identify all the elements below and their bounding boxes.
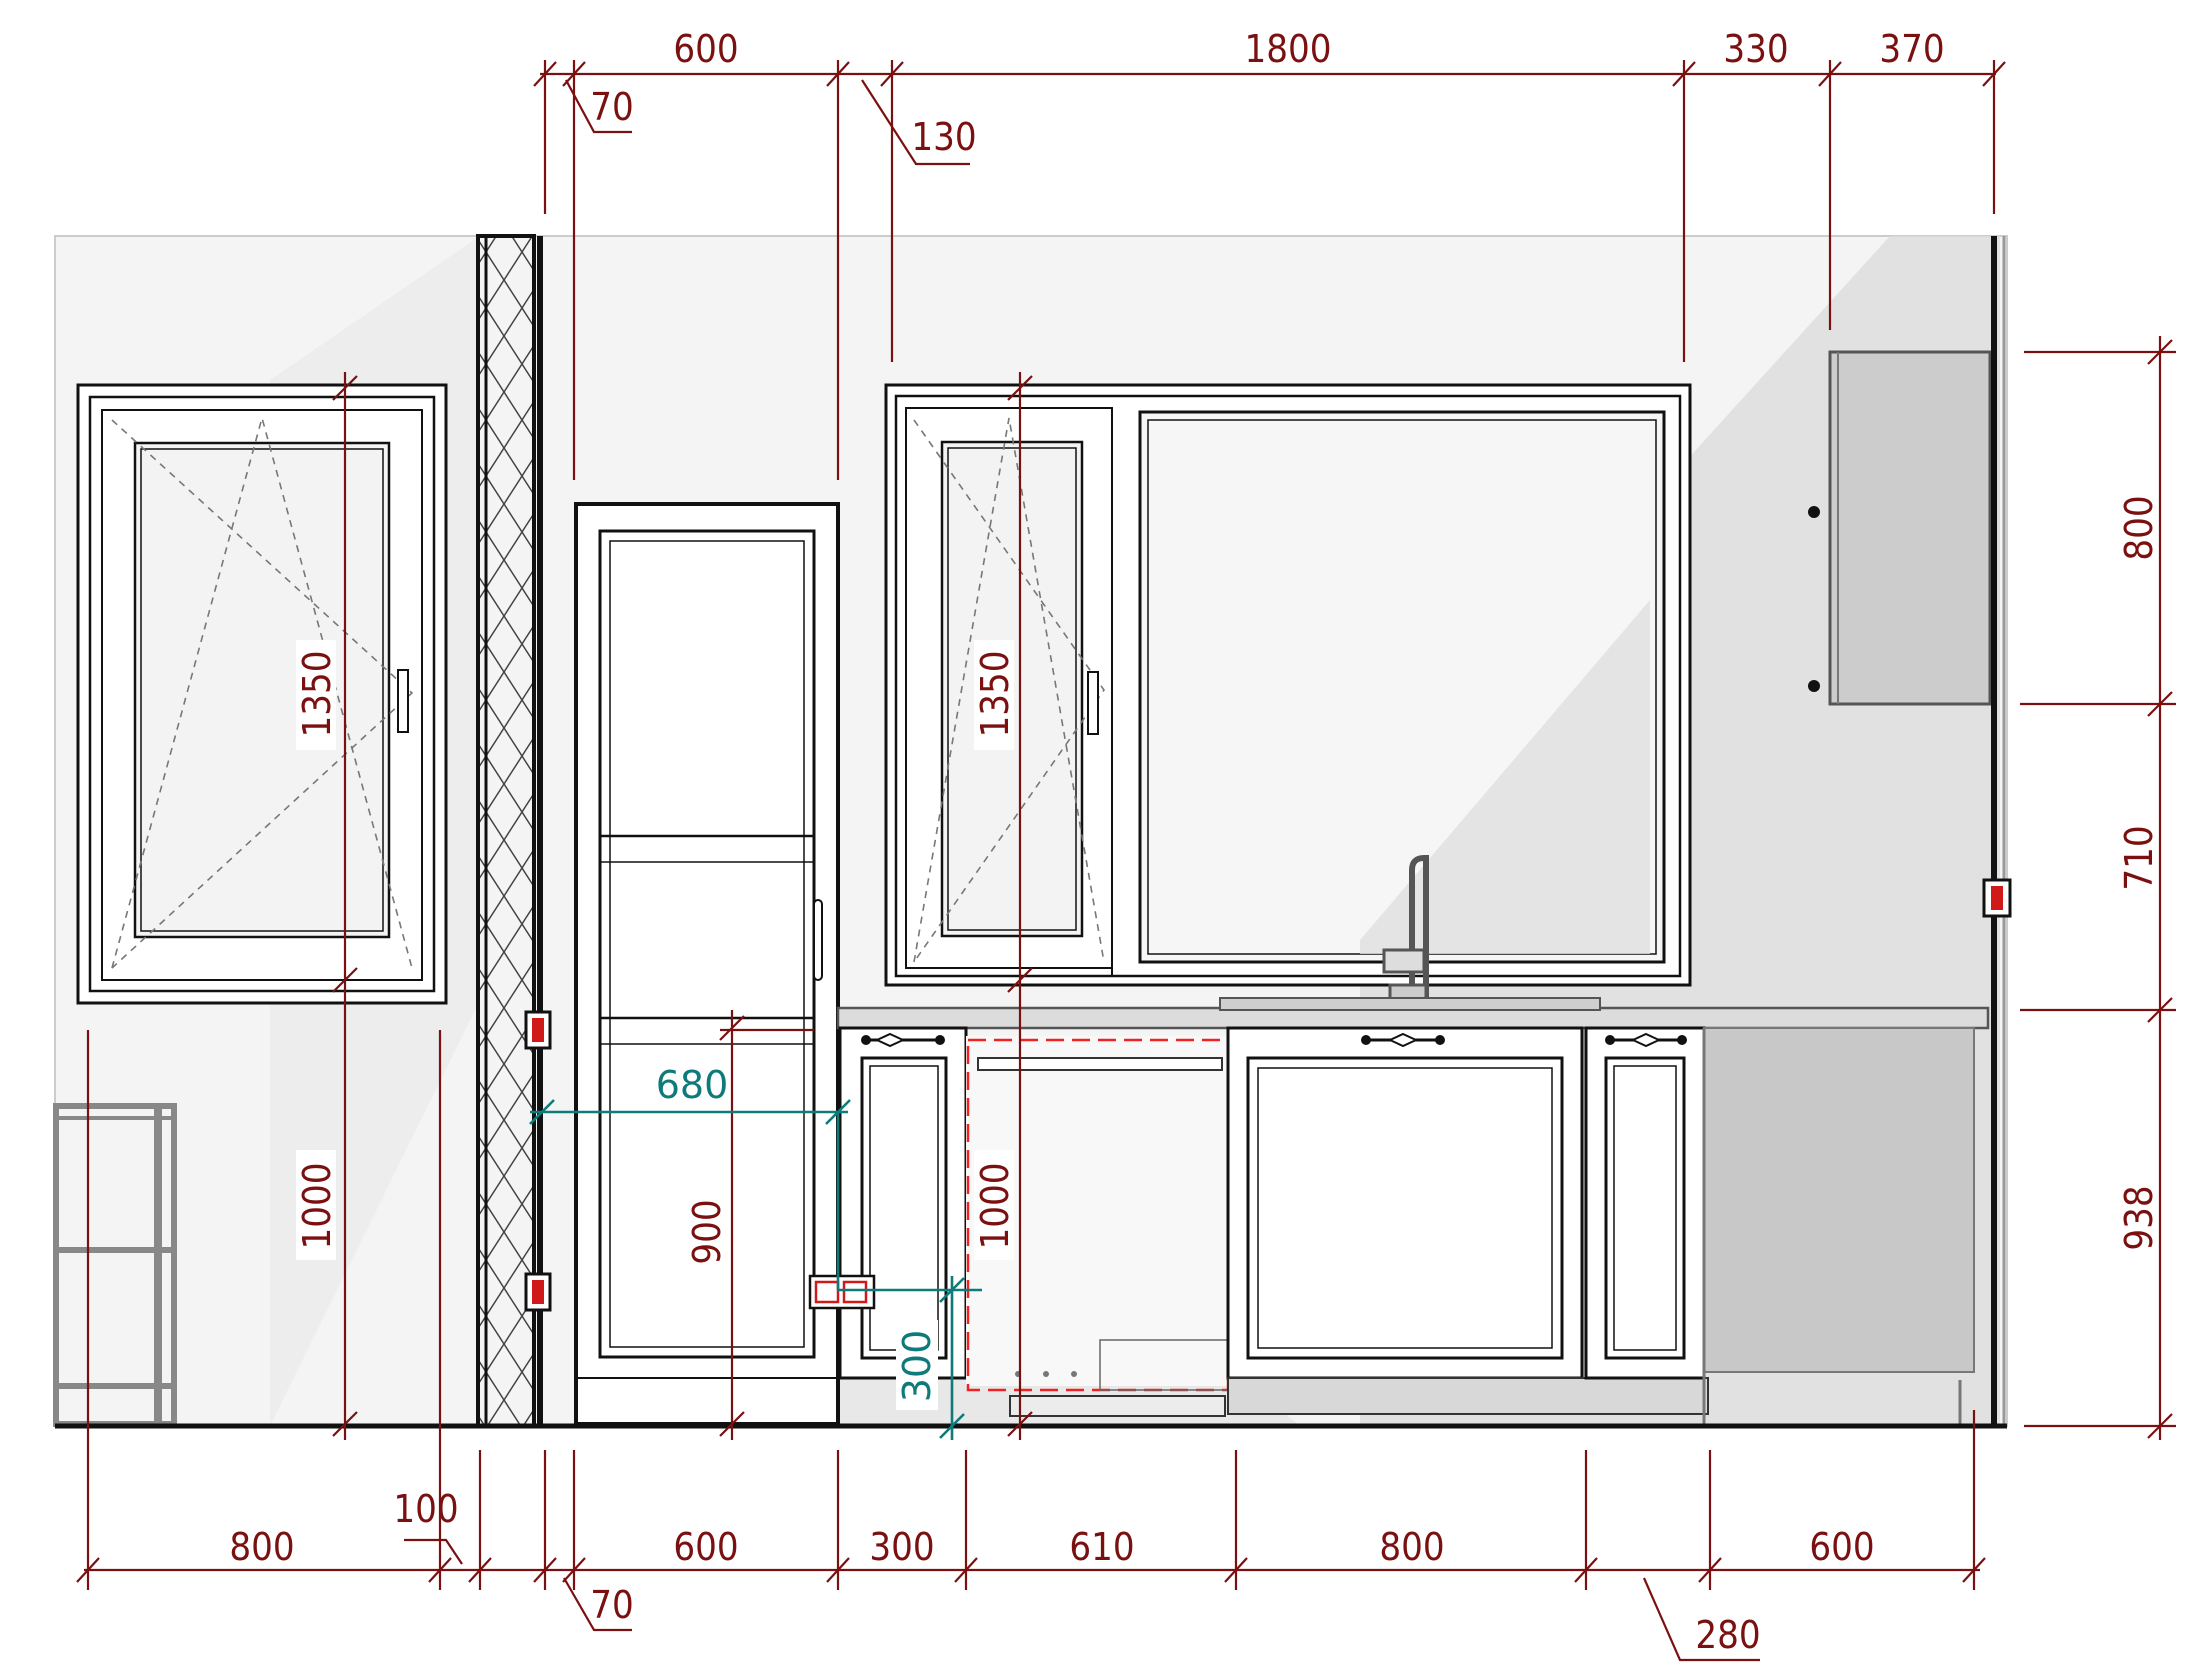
left-window — [76, 383, 448, 1005]
drawer-handle-icon — [1361, 1032, 1445, 1048]
dim-bot-800b: 800 — [1379, 1525, 1444, 1569]
main-window-handle — [1087, 671, 1099, 735]
dim-cabinet-1000: 1000 — [973, 1163, 1017, 1250]
drawer-handle-icon — [1605, 1032, 1687, 1048]
cabinet-knob-icon — [1808, 506, 1820, 518]
base-cabinet-300 — [838, 1026, 968, 1380]
grey-end-panel — [1702, 1027, 1975, 1424]
socket-lower — [524, 1272, 552, 1312]
dim-teal-300: 300 — [895, 1330, 939, 1403]
dim-right-938: 938 — [2117, 1185, 2161, 1250]
utility-socket — [808, 1274, 876, 1310]
dim-top-370: 370 — [1879, 27, 1944, 71]
utility-dimensions — [529, 1099, 982, 1440]
window-handle — [397, 669, 409, 733]
dim-top-1800: 1800 — [1245, 27, 1332, 71]
right-wall-edge — [1991, 236, 2006, 1426]
dim-right-800: 800 — [2117, 495, 2161, 560]
dim-tall-900: 900 — [685, 1199, 729, 1264]
dim-top-130: 130 — [911, 115, 976, 159]
dimension-lines — [76, 60, 2176, 1662]
partition-wall — [476, 234, 543, 1428]
dim-bot-800: 800 — [229, 1525, 294, 1569]
dim-window1-1000: 1000 — [295, 1163, 339, 1250]
cabinet-knob-icon — [1808, 680, 1820, 692]
wall-cabinet — [1808, 350, 1992, 706]
dim-bot-70: 70 — [590, 1583, 634, 1627]
dim-window2-1350: 1350 — [973, 651, 1017, 738]
dim-right-710: 710 — [2117, 825, 2161, 890]
socket-upper — [524, 1010, 552, 1050]
socket-right — [1982, 878, 2012, 918]
dim-bot-600b: 600 — [1809, 1525, 1874, 1569]
dim-bot-280: 280 — [1695, 1613, 1760, 1657]
sink-base-cabinet — [1226, 1026, 1709, 1415]
dim-bot-300: 300 — [869, 1525, 934, 1569]
drawer-handle-icon — [861, 1032, 945, 1048]
base-cabinet-280 — [1584, 1026, 1706, 1380]
dim-bot-610: 610 — [1069, 1525, 1134, 1569]
dim-bot-100: 100 — [393, 1487, 458, 1531]
dim-top-330: 330 — [1723, 27, 1788, 71]
tall-cabinet — [574, 502, 840, 1426]
dim-top-70: 70 — [590, 85, 634, 129]
tall-cabinet-handle — [813, 899, 823, 981]
dim-window1-1350: 1350 — [295, 651, 339, 738]
dim-bot-600: 600 — [673, 1525, 738, 1569]
dim-teal-680: 680 — [656, 1063, 729, 1107]
dim-top-600: 600 — [673, 27, 738, 71]
